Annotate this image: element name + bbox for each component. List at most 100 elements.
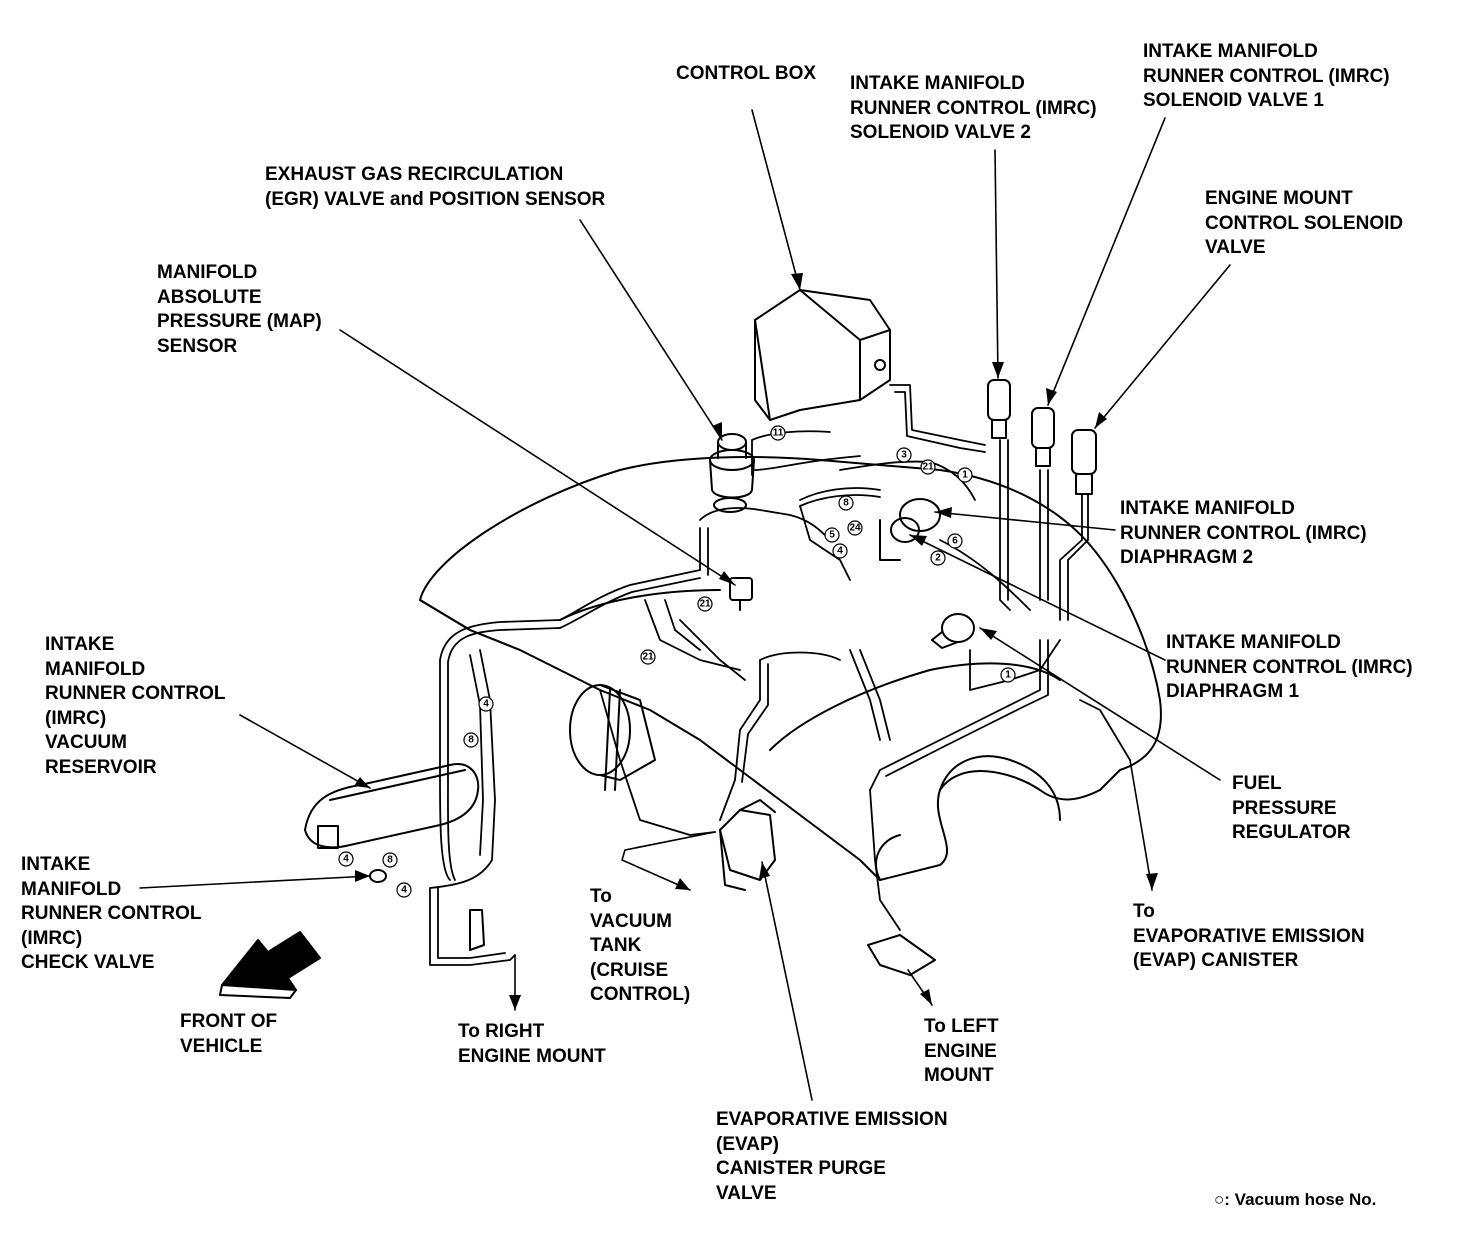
label-line: MANIFOLD [45, 658, 146, 680]
label-line: MOUNT [924, 1065, 994, 1086]
label-imrc-solenoid-valve-2: INTAKE MANIFOLD RUNNER CONTROL (IMRC) SOLE… [850, 72, 1097, 146]
hose-number: 1 [962, 470, 968, 481]
label-line: RUNNER CONTROL [21, 903, 202, 924]
imrc-solenoid-1-shape [1031, 407, 1055, 467]
leader-to-evap-canister [1129, 759, 1153, 891]
leader-map [339, 329, 736, 586]
hose-number: 21 [642, 652, 654, 663]
label-line: FUEL [1232, 773, 1282, 794]
label-line: RUNNER CONTROL [45, 683, 226, 704]
vacuum-reservoir-shape [304, 763, 480, 849]
hose-number: 1 [1005, 670, 1011, 681]
label-line: VACUUM [590, 910, 672, 932]
label-line: MANIFOLD [21, 878, 122, 900]
egr-valve-shape [709, 433, 755, 513]
label-line: EXHAUST GAS RECIRCULATION [265, 164, 564, 185]
label-line: PRESSURE (MAP) [157, 311, 322, 332]
label-egr-valve: EXHAUST GAS RECIRCULATION (EGR) VALVE and… [265, 163, 605, 212]
imrc-solenoid-2-shape [987, 379, 1011, 439]
label-line: (EGR) VALVE and POSITION SENSOR [265, 188, 606, 210]
label-line: INTAKE MANIFOLD [1120, 498, 1295, 519]
label-line: VALVE [1205, 237, 1266, 258]
label-line: CHECK VALVE [21, 952, 155, 973]
leader-egr [579, 219, 723, 441]
label-line: TANK [590, 935, 642, 956]
label-line: (IMRC) [45, 707, 107, 729]
label-line: RUNNER CONTROL (IMRC) [1143, 65, 1390, 87]
label-line: VACUUM [45, 732, 127, 753]
leader-evap-purge [761, 861, 813, 1101]
label-line: ENGINE [924, 1040, 997, 1062]
label-line: MANIFOLD [157, 262, 258, 283]
leader-to-vacuum-tank [621, 831, 716, 891]
label-line: INTAKE MANIFOLD [1166, 632, 1341, 653]
label-line: CONTROL) [590, 984, 691, 1005]
label-line: REGULATOR [1232, 822, 1351, 843]
label-line: To [590, 886, 612, 907]
label-line: RUNNER CONTROL (IMRC) [1166, 656, 1413, 678]
label-line: (CRUISE [590, 959, 669, 981]
label-line: SOLENOID VALVE 2 [850, 122, 1031, 143]
hose-number: 21 [922, 462, 934, 473]
label-front-of-vehicle: FRONT OF VEHICLE [180, 1010, 277, 1059]
label-line: ABSOLUTE [157, 286, 262, 308]
label-line: CONTROL SOLENOID [1205, 212, 1404, 234]
hose-number: 8 [387, 855, 393, 866]
label-line: (EVAP) [716, 1133, 779, 1155]
leader-fuel-regulator [979, 627, 1221, 781]
fuel-pressure-regulator-shape [931, 613, 975, 649]
hose-number: 8 [468, 735, 474, 746]
engine-mount-solenoid-shape [1071, 429, 1097, 495]
label-line: DIAPHRAGM 1 [1166, 681, 1300, 702]
map-sensor-shape [729, 577, 753, 611]
evap-purge-valve-shape [719, 799, 776, 891]
label-line: RUNNER CONTROL (IMRC) [850, 97, 1097, 119]
legend-vacuum-hose-no: ○: Vacuum hose No. [1214, 1190, 1376, 1210]
front-of-vehicle-arrow [219, 931, 321, 999]
label-line: RUNNER CONTROL (IMRC) [1120, 522, 1367, 544]
label-line: INTAKE MANIFOLD [850, 73, 1025, 94]
label-line: CONTROL BOX [676, 63, 817, 84]
check-valve-shape [369, 869, 387, 883]
label-evap-purge-valve: EVAPORATIVE EMISSION (EVAP) CANISTER PURGE… [716, 1108, 948, 1206]
leader-imrc-diaphragm-2 [934, 511, 1116, 531]
hose-number: 8 [843, 498, 849, 509]
label-line: VALVE [716, 1182, 777, 1204]
label-to-right-engine-mount: To RIGHT ENGINE MOUNT [458, 1020, 606, 1069]
leader-vacuum-reservoir [239, 714, 371, 789]
bracket-shape [867, 934, 936, 976]
hose-number: 11 [773, 428, 784, 439]
label-line: (IMRC) [21, 927, 83, 949]
label-line: VEHICLE [180, 1035, 263, 1057]
hose-number: 6 [952, 536, 958, 547]
hose-number: 24 [849, 523, 861, 534]
label-line: EVAPORATIVE EMISSION [716, 1109, 948, 1130]
label-line: FRONT OF [180, 1011, 278, 1032]
control-box-shape [754, 289, 891, 421]
label-line: ENGINE MOUNT [1205, 188, 1353, 209]
label-imrc-diaphragm-1: INTAKE MANIFOLD RUNNER CONTROL (IMRC) DIAP… [1166, 631, 1413, 705]
leader-engine-mount [1094, 264, 1231, 429]
legend-text: : Vacuum hose No. [1224, 1190, 1377, 1209]
hose-number: 4 [837, 546, 843, 557]
label-line: To LEFT [924, 1016, 999, 1037]
label-line: To RIGHT [458, 1021, 545, 1042]
label-line: DIAPHRAGM 2 [1120, 547, 1254, 568]
label-line: EVAPORATIVE EMISSION [1133, 925, 1365, 947]
intake-manifold-outline [419, 456, 1162, 881]
leader-check-valve [139, 875, 371, 889]
label-line: To [1133, 901, 1155, 922]
label-to-left-engine-mount: To LEFT ENGINE MOUNT [924, 1015, 999, 1089]
label-line: RESERVOIR [45, 756, 157, 778]
label-line: CANISTER PURGE [716, 1158, 886, 1179]
label-line: ENGINE MOUNT [458, 1045, 606, 1067]
hose-number: 5 [829, 530, 835, 541]
label-imrc-diaphragm-2: INTAKE MANIFOLD RUNNER CONTROL (IMRC) DIAP… [1120, 497, 1367, 571]
label-line: (EVAP) CANISTER [1133, 950, 1299, 971]
